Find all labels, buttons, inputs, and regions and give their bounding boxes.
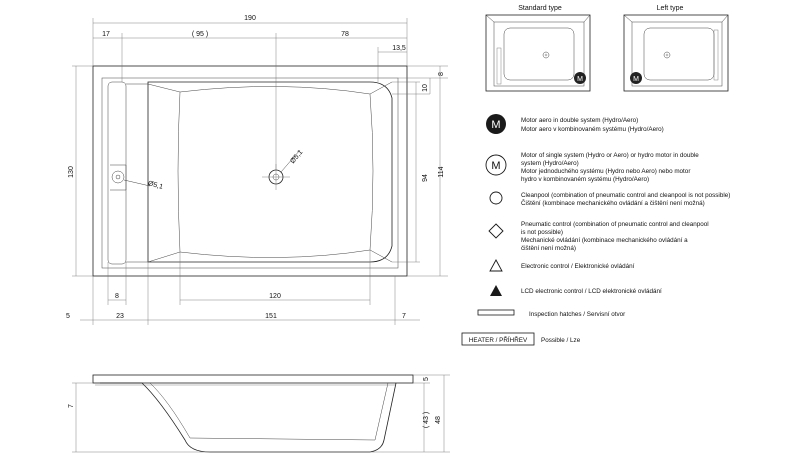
dim-bottom-5: 5 [66,313,70,320]
motor-icon-left [630,72,642,84]
left-shelf-curve [126,83,181,93]
legend-0-line-1: Motor aero v kombinovaném systému (Hydro… [521,126,664,133]
legend-5-line-0: LCD electronic control / LCD elektronick… [521,288,662,295]
tub-basin [147,81,393,263]
legend-1-line-1: system (Hydro/Aero) [521,160,579,167]
right-dimension-lines [392,65,448,277]
thumbnail-left-label: Left type [657,5,684,12]
dim-bottom-8: 8 [115,293,119,300]
legend: M Motor aero in double system (Hydro/Aer… [461,114,730,346]
legend-3-line-3: čištění není možná) [521,245,576,252]
legend-6-line-0: Inspection hatches / Servisní otvor [529,311,625,318]
motor-outline-icon [485,154,507,176]
dim-side-43: ( 43 ) [423,412,430,428]
motor-filled-glyph: M [491,119,500,131]
tub-basin-inner [177,86,374,258]
motor-glyph-standard: M [577,76,583,83]
legend-3-line-2: Mechanické ovládání (kombinace mechanick… [521,237,688,244]
dim-bottom-120: 120 [269,293,281,300]
legend-1-line-0: Motor of single system (Hydro or Aero) o… [521,152,699,159]
dim-right-part: 78 [341,31,349,38]
left-shelf-curve-bottom [126,251,181,263]
tub-outer-rim [92,65,408,277]
triangle-filled-icon [490,285,502,296]
legend-4-line-0: Electronic control / Elektronické ovládá… [521,263,635,270]
legend-2-line-1: Čištění (kombinace mechanického ovládání… [521,198,705,207]
legend-1-line-3: hydro v kombinovaném systému (Hydro/Aero… [521,176,649,183]
top-dimension-lines [92,18,408,170]
motor-glyph-left: M [633,76,639,83]
dim-height-114: 114 [438,166,445,177]
dim-bottom-151: 151 [265,313,277,320]
tub-inner-rim [101,77,399,269]
side-body [100,382,397,453]
dim-drain-left: Ø5,1 [147,180,164,191]
dim-height-94: 94 [422,174,429,182]
dim-side-5: 5 [423,377,430,381]
thumbnail-left: Left type M [623,5,729,92]
right-corner-top [369,81,393,95]
dim-bottom-23: 23 [116,313,124,320]
motor-outline-glyph: M [491,160,500,172]
triangle-outline-icon [489,259,503,272]
side-view: 7 5 ( 43 ) 48 [68,374,450,453]
left-shelf [107,81,127,265]
dim-right-small: 13,5 [392,45,406,52]
legend-7-line-0: Possible / Lze [541,337,581,344]
thumbnail-standard: Standard type M [485,5,591,92]
dim-drain-center: Ø5,1 [289,149,304,165]
motor-filled-icon [486,114,506,134]
thumbnail-standard-label: Standard type [518,5,562,12]
dim-side-7: 7 [68,404,75,408]
dim-bottom-7: 7 [402,313,406,320]
dim-overall-length: 190 [244,15,256,22]
dim-right-v10: 10 [422,84,429,92]
top-view: 190 17 ( 95 ) 78 13,5 8 10 94 114 130 Ø5… [66,15,448,325]
bottom-dimension-lines [80,250,420,325]
dim-side-48: 48 [435,416,442,424]
legend-2-line-0: Cleanpool (combination of pneumatic cont… [521,192,730,199]
legend-0-line-0: Motor aero in double system (Hydro/Aero) [521,117,638,124]
circle-icon [489,191,503,205]
diamond-icon [488,223,504,239]
side-rim [92,374,414,384]
dim-top-rim: 8 [438,72,445,76]
dim-left-offset: 17 [102,31,110,38]
motor-icon-standard [574,72,586,84]
legend-3-line-1: is not possible) [521,229,563,236]
right-corner-bottom [369,249,393,263]
heater-box-icon [461,332,535,346]
legend-1-line-2: Motor jednoduchého systému (Hydro nebo A… [521,168,690,175]
dim-overall-width: 130 [68,166,75,178]
left-drain [110,164,127,191]
left-dimension-lines [72,65,93,277]
heater-box-label: HEATER / PŘÍHŘEV [469,335,528,344]
dim-hole-offset: ( 95 ) [192,31,208,38]
center-drain [262,149,301,190]
legend-3-line-0: Pneumatic control (combination of pneuma… [521,221,709,228]
hatch-icon [477,309,515,316]
